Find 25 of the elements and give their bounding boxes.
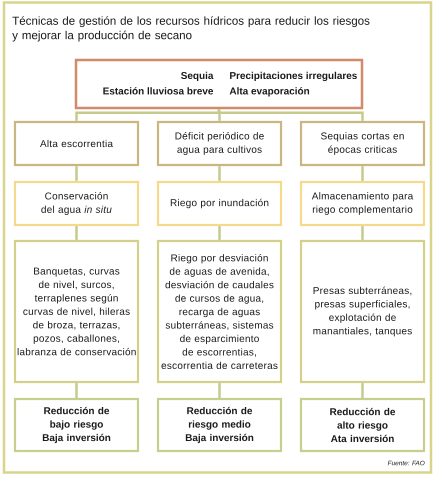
description-box: Presas subterráneas, presas superficiales, explotación de manantiales, tanques [300, 240, 426, 384]
category-box: Sequias cortas en épocas criticas [300, 120, 426, 166]
category-box: Alta escorrentia [14, 120, 140, 166]
title: Técnicas de gestión de los recursos hídricos para reducir los riesgos y mejorar la producción de secano [12, 16, 370, 42]
connector-line [75, 226, 78, 240]
description-box: Banquetas, curvas de nivel, surcos, terraplenes según curvas de nivel, hileras de broza, terrazas, pozos, caballones, labranza de conservación [14, 240, 140, 384]
connector-line [75, 383, 78, 398]
outcome-box: Reducción de bajo riesgo Baja inversión [14, 398, 140, 452]
technique-box: Almacenamiento para riego complementario [300, 180, 426, 226]
connector-line [75, 166, 78, 181]
technique-box: Conservación del agua in situ [14, 180, 140, 226]
connector-line [361, 226, 364, 240]
description-box: Riego por desviación de aguas de avenida, desviación de caudales de cursos de agua, recarga de aguas subterráneas, sistemas de esparcimiento de escorrentias, escorrentia de carreteras [156, 240, 282, 384]
connector-line [218, 383, 221, 398]
connector-line [361, 166, 364, 181]
connector-line [218, 166, 221, 181]
connector-line [361, 383, 364, 398]
outcome-box: Reducción de riesgo medio Baja inversión [156, 398, 282, 452]
connector-line [218, 109, 364, 121]
connector-line [218, 226, 221, 240]
category-box: Déficit periódico de agua para cultivos [156, 120, 282, 166]
connector-line [75, 109, 220, 121]
outcome-box: Reducción de alto riesgo Ata inversión [300, 398, 426, 452]
header-box: Sequia Precipitaciones irregulares Estación lluviosa breve Alta evaporación [74, 58, 364, 110]
technique-box: Riego por inundación [156, 180, 282, 226]
